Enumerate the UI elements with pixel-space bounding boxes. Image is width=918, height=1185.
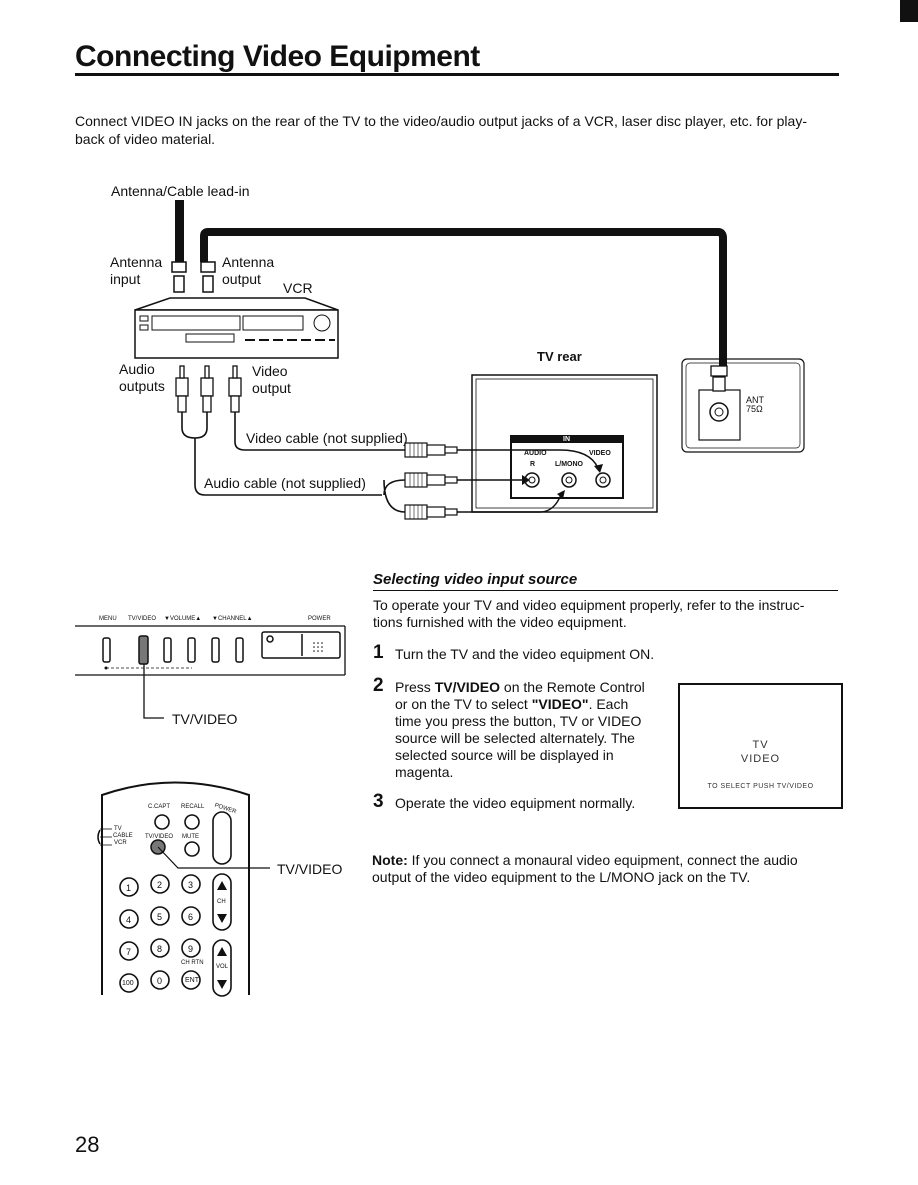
screen-line-tv: TV	[752, 739, 769, 751]
intro-text: Connect VIDEO IN jacks on the rear of th…	[75, 113, 807, 147]
remote-tvvideo-label: TV/VIDEO	[145, 834, 174, 840]
section-title: Selecting video input source	[373, 571, 578, 588]
remote-key-6: 6	[188, 912, 194, 922]
channel-label: ▼CHANNEL▲	[212, 616, 253, 622]
remote-recall-label: RECALL	[181, 804, 205, 810]
remote-vol-label: VOL	[216, 964, 229, 970]
video-output-label-line1: Video	[252, 363, 288, 379]
remote-ccapt-label: C.CAPT	[148, 804, 171, 810]
audio-jack-label: AUDIO	[524, 450, 547, 457]
antenna-input-label-line1: Antenna	[110, 254, 163, 270]
remote-mute-label: MUTE	[182, 834, 199, 840]
audio-outputs-label-line1: Audio	[119, 361, 155, 377]
remote-cable-label: CABLE	[113, 833, 133, 839]
volume-label: ▼VOLUME▲	[164, 616, 202, 622]
remote-tv-label: TV	[114, 826, 122, 832]
lead-in-label: Antenna/Cable lead-in	[111, 183, 250, 199]
step-3-text: Operate the video equipment normally.	[395, 795, 636, 811]
remote-callout: TV/VIDEO	[277, 861, 343, 877]
vcr-label: VCR	[283, 280, 313, 296]
step-1-text: Turn the TV and the video equipment ON.	[395, 646, 655, 662]
section-paragraph: To operate your TV and video equipment p…	[373, 597, 805, 630]
remote-chrtn-label: CH RTN	[181, 960, 204, 966]
remote-vcr-label: VCR	[114, 840, 127, 846]
tv-rear-label: TV rear	[537, 349, 582, 364]
screen-line-video: VIDEO	[740, 753, 781, 765]
step-3-number: 3	[373, 791, 384, 812]
step-2-number: 2	[373, 675, 384, 696]
antenna-output-label-line2: output	[222, 271, 261, 287]
screen-line-instruction: TO SELECT PUSH TV/VIDEO	[707, 783, 814, 790]
step-1-number: 1	[373, 642, 384, 663]
section-rule	[373, 590, 838, 591]
remote-key-9: 9	[188, 944, 194, 954]
video-jack-label: VIDEO	[589, 450, 611, 457]
audio-cable-label: Audio cable (not supplied)	[204, 475, 366, 491]
remote-key-100: 100	[122, 980, 134, 987]
remote-key-0: 0	[157, 976, 163, 986]
lmono-jack-label: L/MONO	[555, 461, 583, 468]
in-label: IN	[563, 436, 570, 443]
remote-key-7: 7	[126, 947, 132, 957]
ant-ohm-label: 75Ω	[746, 404, 763, 414]
page-tab-marker	[900, 0, 918, 22]
remote-key-3: 3	[188, 880, 194, 890]
antenna-output-label-line1: Antenna	[222, 254, 275, 270]
audio-outputs-label-line2: outputs	[119, 378, 165, 394]
tv-screen-display: TV VIDEO TO SELECT PUSH TV/VIDEO	[678, 683, 843, 809]
antenna-input-label-line2: input	[110, 271, 141, 287]
remote-key-ent: ENT	[185, 977, 199, 984]
remote-key-4: 4	[126, 915, 132, 925]
power-label: POWER	[308, 616, 331, 622]
menu-label: MENU	[99, 616, 117, 622]
r-jack-label: R	[530, 461, 536, 468]
page-title: Connecting Video Equipment	[75, 40, 480, 73]
video-output-label-line2: output	[252, 380, 291, 396]
ant-label: ANT	[746, 395, 764, 405]
remote-key-1: 1	[126, 883, 132, 893]
remote-key-8: 8	[157, 944, 163, 954]
note-text: Note: If you connect a monaural video eq…	[372, 852, 798, 885]
video-cable-label: Video cable (not supplied)	[246, 430, 408, 446]
remote-key-5: 5	[157, 912, 163, 922]
tvvideo-small-label: TV/VIDEO	[128, 616, 157, 622]
remote-key-2: 2	[157, 880, 163, 890]
remote-ch-label: CH	[217, 899, 226, 905]
step-2-text: Press TV/VIDEO on the Remote Control or …	[395, 679, 645, 780]
title-rule	[75, 73, 839, 76]
page-number: 28	[75, 1132, 100, 1157]
tv-panel-callout: TV/VIDEO	[172, 711, 238, 727]
